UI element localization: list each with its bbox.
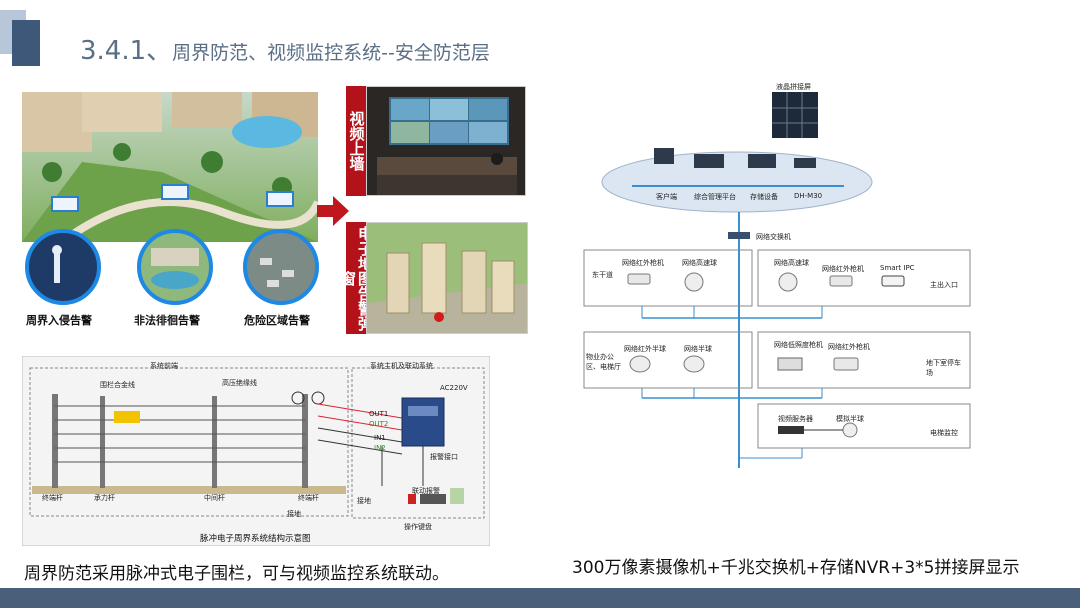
- zone1-cam1: 网络红外枪机: [622, 259, 664, 267]
- fence-linkage-alarm: 联动报警: [412, 487, 440, 495]
- fence-out2: OUT2: [369, 420, 389, 428]
- platform-dhm30: DH-M30: [794, 192, 823, 200]
- fence-out1: OUT1: [369, 410, 389, 418]
- bottom-bar: [0, 588, 1080, 608]
- network-switch-label: 网络交换机: [756, 233, 791, 241]
- zone2-cam3: Smart IPC: [880, 264, 915, 272]
- alarm-circle-1: [25, 229, 101, 305]
- fence-structure-diagram: [22, 356, 490, 546]
- caption-left: 周界防范采用脉冲式电子围栏，可与视频监控系统联动。: [24, 564, 449, 584]
- map-alarm-label-bar: 电子地图告警弹窗: [339, 222, 374, 334]
- fence-in1: IN1: [374, 434, 386, 442]
- zone2-cam1: 网络高速球: [774, 259, 809, 267]
- circle-label-intrusion: 周界入侵告警: [26, 314, 92, 327]
- zone3-cam2: 网络半球: [684, 345, 712, 353]
- zone-office: 物业办公区、电梯厅: [586, 353, 621, 371]
- fence-ground-2: 接地: [287, 510, 301, 518]
- platform-client: 客户端: [656, 193, 677, 201]
- zone5-dev1: 视频服务器: [778, 415, 813, 423]
- caption-right: 300万像素摄像机+千兆交换机+存储NVR+3*5拼接屏显示: [572, 558, 1020, 578]
- video-wall-label: 视频上墙: [347, 111, 366, 171]
- fence-insulator-label: 高压绝缘线: [222, 379, 257, 387]
- alarm-circle-3: [243, 229, 319, 305]
- fence-bearing-post: 承力杆: [94, 494, 115, 502]
- zone2-cam2: 网络红外枪机: [822, 265, 864, 273]
- fence-front-label: 系统前端: [150, 362, 178, 370]
- fence-power-label: AC220V: [440, 384, 468, 392]
- title-text: 周界防范、视频监控系统--安全防范层: [172, 42, 490, 64]
- red-arrow-icon: [317, 196, 349, 226]
- video-wall-label-bar: 视频上墙: [346, 86, 366, 196]
- platform-storage: 存储设备: [750, 193, 778, 201]
- network-wall-label: 液晶拼接屏: [776, 83, 811, 91]
- zone-elevator: 电梯监控: [930, 429, 958, 437]
- map-alarm-image: [366, 222, 528, 334]
- residential-aerial-image: [22, 92, 318, 242]
- fence-end-post-right: 终端杆: [298, 494, 319, 502]
- zone3-cam1: 网络红外半球: [624, 345, 666, 353]
- fence-diagram-caption: 脉冲电子周界系统结构示意图: [200, 534, 311, 544]
- fence-in2: IN2: [374, 444, 386, 452]
- fence-end-post-left: 终端杆: [42, 494, 63, 502]
- fence-middle-post: 中间杆: [204, 494, 225, 502]
- circle-label-danger-zone: 危险区域告警: [244, 314, 310, 327]
- network-topology-diagram: [582, 78, 974, 468]
- zone1-cam2: 网络高速球: [682, 259, 717, 267]
- zone-east-road: 东干道: [592, 271, 613, 279]
- corner-decoration-dark: [12, 20, 40, 66]
- alarm-circle-2: [137, 229, 213, 305]
- zone-main-entrance: 主出入口: [930, 281, 958, 289]
- video-wall-image: [366, 86, 526, 196]
- platform-mgmt: 综合管理平台: [694, 193, 736, 201]
- circle-label-loitering: 非法徘徊告警: [134, 314, 200, 327]
- zone4-cam1: 网络低照度枪机: [774, 341, 823, 349]
- zone4-cam2: 网络红外枪机: [828, 343, 870, 351]
- fence-ground-1: 接地: [357, 497, 371, 505]
- title-number: 3.4.1、: [80, 36, 173, 66]
- fence-host-label: 系统主机及联动系统: [370, 362, 433, 370]
- fence-wire-label: 围栏合金线: [100, 381, 135, 389]
- zone-parking: 地下室停车场: [926, 359, 961, 377]
- zone5-dev2: 模拟半球: [836, 415, 864, 423]
- fence-alarm-port: 报警接口: [430, 453, 458, 461]
- residential-photo-panel: 周界入侵告警 非法徘徊告警 危险区域告警: [22, 92, 319, 332]
- page-title: 3.4.1、周界防范、视频监控系统--安全防范层: [80, 30, 490, 67]
- fence-keyboard: 操作键盘: [404, 523, 432, 531]
